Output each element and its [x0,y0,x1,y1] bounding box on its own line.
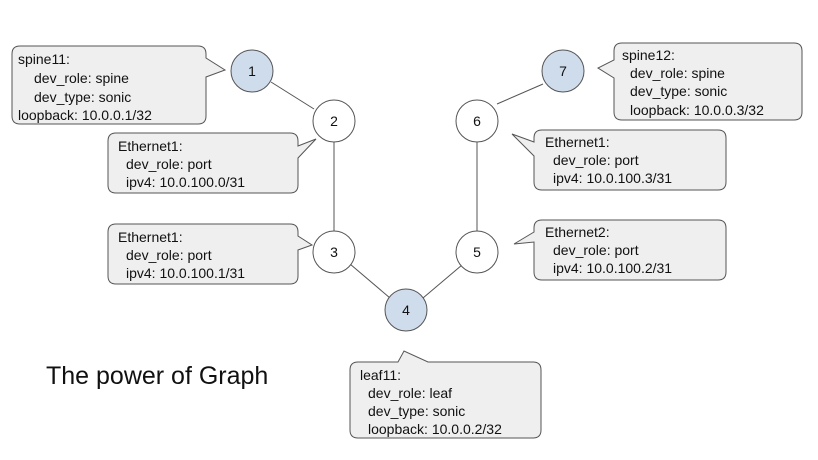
callout-spine11-ethernet1-title: Ethernet1: [118,138,183,154]
callout-leaf11-ethernet2-title: Ethernet2: [545,224,610,240]
callout-spine12-line-1: dev_role: spine [630,65,725,81]
callout-spine12-shape [596,42,803,121]
node-5-label: 5 [473,244,481,260]
node-2: 2 [312,99,356,143]
callout-spine12-ethernet1-shape [511,129,727,191]
node-4-label: 4 [402,302,410,318]
edge-3-4 [349,263,391,299]
node-3-circle [312,230,356,274]
node-5-circle [455,230,499,274]
node-6-circle [455,99,499,143]
callout-spine12-ethernet1-line-1: dev_role: port [553,152,639,168]
node-7-circle [541,49,585,93]
callout-spine12-line-2: dev_type: sonic [630,83,727,99]
edge-1-2 [270,81,315,110]
callout-leaf11-ethernet2: Ethernet2: dev_role: port ipv4: 10.0.100… [513,219,727,281]
callout-spine11-line-2: dev_type: sonic [34,89,131,105]
callout-leaf11-ethernet2-shape [513,219,727,281]
node-6-label: 6 [473,113,481,129]
callout-leaf11-ethernet1-shape [107,223,314,285]
edge-6-7 [496,83,544,105]
callout-leaf11-title: leaf11: [360,367,401,383]
node-1: 1 [230,49,274,93]
callout-spine12-ethernet1: Ethernet1: dev_role: port ipv4: 10.0.100… [511,129,727,191]
node-4-circle [384,288,428,332]
node-3: 3 [312,230,356,274]
callout-leaf11-ethernet2-line-2: ipv4: 10.0.100.2/31 [553,260,672,276]
callout-leaf11-ethernet1-title: Ethernet1: [118,229,183,245]
node-7: 7 [541,49,585,93]
diagram-caption: The power of Graph [46,362,268,390]
node-1-circle [230,49,274,93]
callout-leaf11-ethernet1-line-2: ipv4: 10.0.100.1/31 [126,265,245,281]
node-6: 6 [455,99,499,143]
callout-spine11-ethernet1: Ethernet1: dev_role: port ipv4: 10.0.100… [107,132,317,194]
callout-leaf11-line-1: dev_role: leaf [368,385,452,401]
callout-leaf11-shape [349,350,542,439]
callout-spine12-ethernet1-line-2: ipv4: 10.0.100.3/31 [553,170,672,186]
node-7-label: 7 [559,63,567,79]
callout-spine11-ethernet1-line-1: dev_role: port [126,156,212,172]
callout-spine11-shape [11,45,227,125]
callout-spine11-ethernet1-line-2: ipv4: 10.0.100.0/31 [126,174,245,190]
callout-spine12: spine12: dev_role: spine dev_type: sonic… [596,42,803,121]
callout-leaf11-ethernet1: Ethernet1: dev_role: port ipv4: 10.0.100… [107,223,314,285]
edge-4-5 [422,264,463,299]
node-4: 4 [384,288,428,332]
callout-leaf11-line-3: loopback: 10.0.0.2/32 [368,421,502,437]
callout-leaf11-ethernet1-line-1: dev_role: port [126,247,212,263]
callout-spine11-line-3: loopback: 10.0.0.1/32 [18,107,152,123]
edges [270,81,544,299]
callout-spine11-line-1: dev_role: spine [34,70,129,86]
node-2-circle [312,99,356,143]
callout-leaf11-line-2: dev_type: sonic [368,403,465,419]
node-5: 5 [455,230,499,274]
node-2-label: 2 [330,113,338,129]
callout-spine12-line-3: loopback: 10.0.0.3/32 [630,102,764,118]
node-1-label: 1 [248,63,256,79]
callout-spine12-title: spine12: [622,47,675,63]
callout-spine12-ethernet1-title: Ethernet1: [545,134,610,150]
node-3-label: 3 [330,244,338,260]
callout-leaf11-ethernet2-line-1: dev_role: port [553,242,639,258]
callout-spine11-ethernet1-shape [107,132,317,194]
callout-spine11: spine11: dev_role: spine dev_type: sonic… [11,45,227,125]
callout-spine11-title: spine11: [18,51,70,67]
callout-leaf11: leaf11: dev_role: leaf dev_type: sonic l… [349,350,542,439]
